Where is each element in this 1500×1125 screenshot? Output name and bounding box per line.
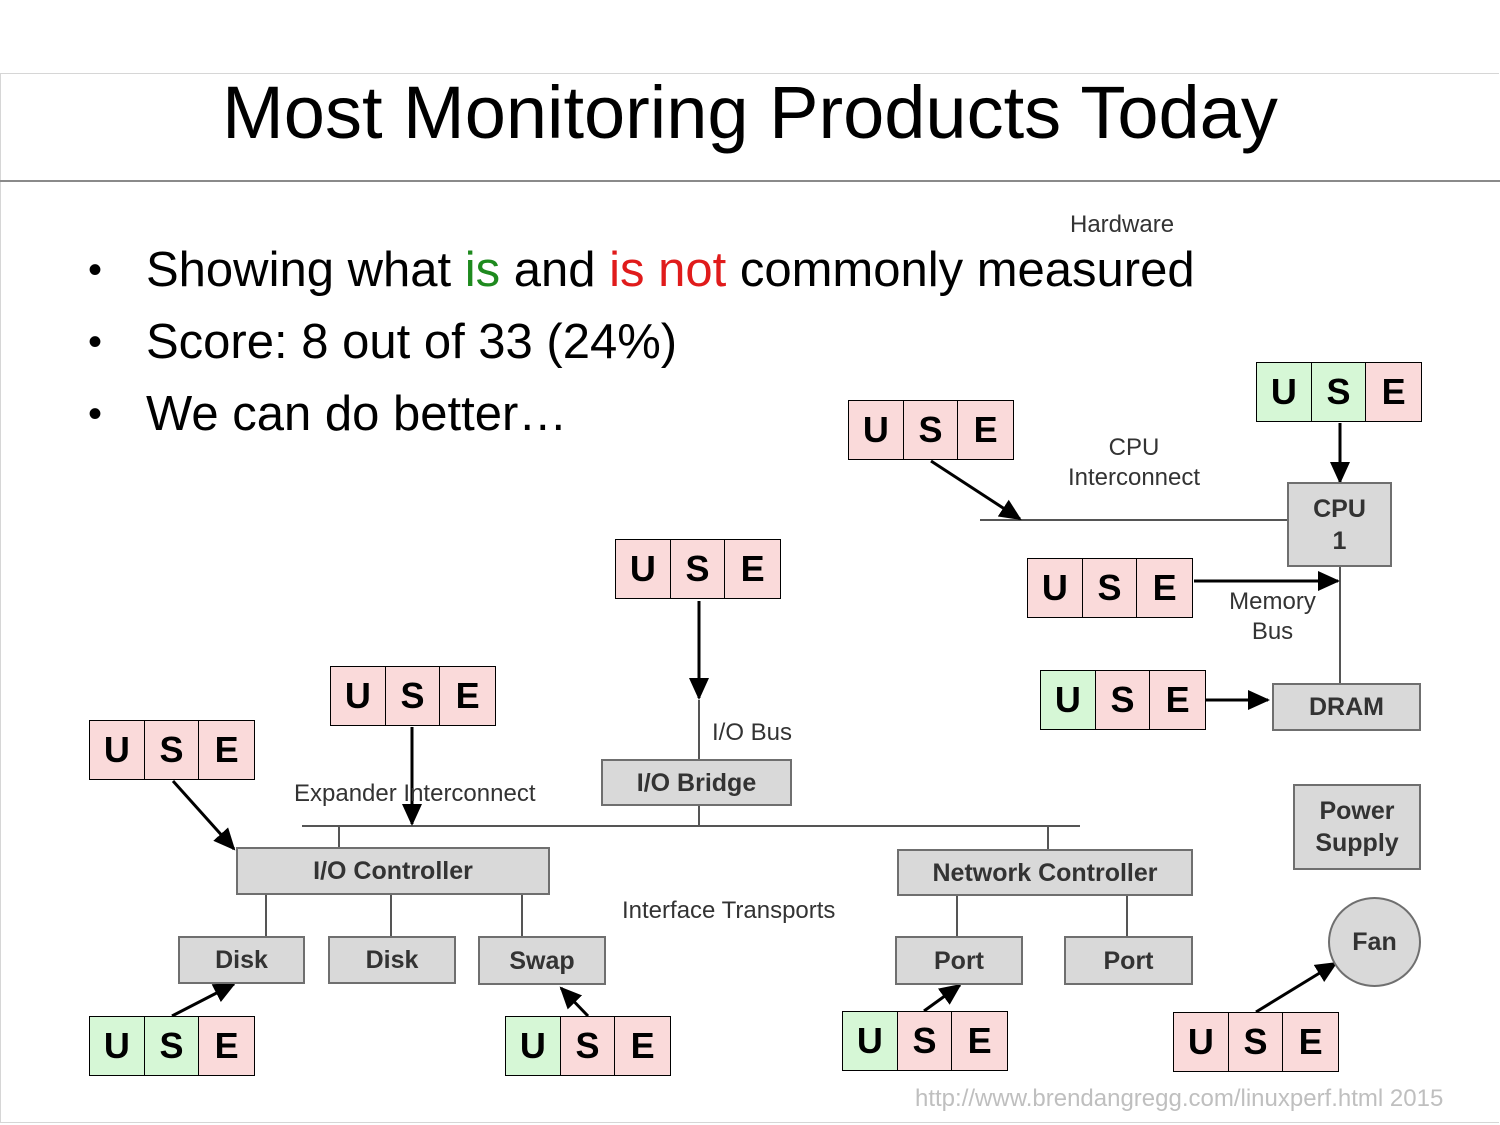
- network-controller-box: Network Controller: [897, 849, 1193, 896]
- use-s: S: [144, 1017, 200, 1075]
- arrow-io-controller: [171, 779, 236, 851]
- bullet-2: • Score: 8 out of 33 (24%): [88, 312, 1195, 384]
- arrow-fan: [1255, 961, 1338, 1014]
- use-s: S: [1311, 363, 1367, 421]
- cpu-interconnect-label-line1: CPU: [1108, 434, 1160, 461]
- use-e: E: [1150, 671, 1205, 729]
- use-u: U: [1028, 559, 1083, 617]
- bullet-dot: •: [88, 248, 103, 292]
- fan-circle: Fan: [1328, 897, 1421, 987]
- use-e: E: [725, 540, 780, 598]
- use-e: E: [958, 401, 1013, 459]
- memory-bus-label-line1: Memory: [1229, 588, 1316, 615]
- footer-url[interactable]: http://www.brendangregg.com/linuxperf.ht…: [915, 1085, 1444, 1112]
- slide-title: Most Monitoring Products Today: [222, 71, 1278, 154]
- use-s: S: [560, 1017, 616, 1075]
- use-u: U: [90, 721, 145, 779]
- power-supply-line2: Supply: [1315, 829, 1399, 857]
- use-e: E: [1366, 363, 1421, 421]
- io-controller-box: I/O Controller: [236, 847, 550, 895]
- bullet-2-text: Score: 8 out of 33 (24%): [146, 315, 678, 369]
- expander-interconnect-label: Expander Interconnect: [294, 780, 536, 807]
- cpu-box: CPU 1: [1287, 482, 1392, 567]
- power-supply-box: Power Supply: [1293, 784, 1421, 870]
- use-u: U: [616, 540, 671, 598]
- use-u: U: [506, 1017, 561, 1075]
- slide-frame: [0, 73, 1499, 1123]
- use-s: S: [1228, 1013, 1284, 1071]
- hardware-label: Hardware: [1070, 211, 1175, 238]
- port2-box: Port: [1064, 936, 1193, 985]
- use-u: U: [1041, 671, 1096, 729]
- use-e: E: [952, 1012, 1007, 1070]
- bullet-3-text: We can do better…: [146, 387, 568, 441]
- cpu-interconnect-label: CPU Interconnect: [1060, 433, 1208, 493]
- disk2-box: Disk: [328, 936, 456, 984]
- use-e: E: [615, 1017, 670, 1075]
- memory-bus-label: Memory Bus: [1220, 587, 1325, 647]
- bullet-list: • Showing what is and is not commonly mea…: [88, 240, 1195, 456]
- use-s: S: [144, 721, 200, 779]
- use-u: U: [90, 1017, 145, 1075]
- arrow-disk: [171, 982, 236, 1018]
- use-e: E: [199, 721, 254, 779]
- use-e: E: [1283, 1013, 1338, 1071]
- bullet-1-and: and: [500, 243, 610, 297]
- use-u: U: [1174, 1013, 1229, 1071]
- port1-box: Port: [895, 936, 1023, 985]
- use-s: S: [1082, 559, 1138, 617]
- cpu-box-line2: 1: [1332, 526, 1347, 555]
- io-bus-label: I/O Bus: [712, 719, 793, 746]
- arrow-port: [923, 983, 962, 1013]
- use-s: S: [385, 667, 441, 725]
- use-s: S: [903, 401, 959, 459]
- use-s: S: [1095, 671, 1151, 729]
- bullet-3: • We can do better…: [88, 384, 1195, 456]
- cpu-interconnect-label-line2: Interconnect: [1067, 464, 1201, 491]
- bullet-1-is: is: [464, 243, 501, 297]
- io-bridge-box: I/O Bridge: [601, 759, 792, 806]
- power-supply-line1: Power: [1319, 797, 1395, 825]
- title-divider: [0, 180, 1500, 182]
- interface-transports-label: Interface Transports: [622, 897, 836, 924]
- use-u: U: [1257, 363, 1312, 421]
- cpu-box-line1: CPU: [1313, 494, 1366, 523]
- use-s: S: [897, 1012, 953, 1070]
- disk1-box: Disk: [178, 936, 305, 984]
- bullet-1: • Showing what is and is not commonly mea…: [88, 240, 1195, 312]
- swap-box: Swap: [478, 936, 606, 985]
- use-s: S: [670, 540, 726, 598]
- bullet-1-tail: commonly measured: [726, 243, 1195, 297]
- bullet-dot: •: [88, 320, 103, 364]
- arrow-swap: [559, 986, 590, 1018]
- use-e: E: [440, 667, 495, 725]
- memory-bus-label-line2: Bus: [1251, 618, 1294, 645]
- bullet-1-is-not: is not: [609, 243, 727, 297]
- bullet-dot: •: [88, 392, 103, 436]
- arrow-cpu-interconnect: [930, 459, 1022, 521]
- use-u: U: [843, 1012, 898, 1070]
- dram-box: DRAM: [1272, 683, 1421, 731]
- use-e: E: [199, 1017, 254, 1075]
- use-e: E: [1137, 559, 1192, 617]
- use-u: U: [331, 667, 386, 725]
- bullet-1-text: Showing what: [146, 243, 465, 297]
- use-u: U: [849, 401, 904, 459]
